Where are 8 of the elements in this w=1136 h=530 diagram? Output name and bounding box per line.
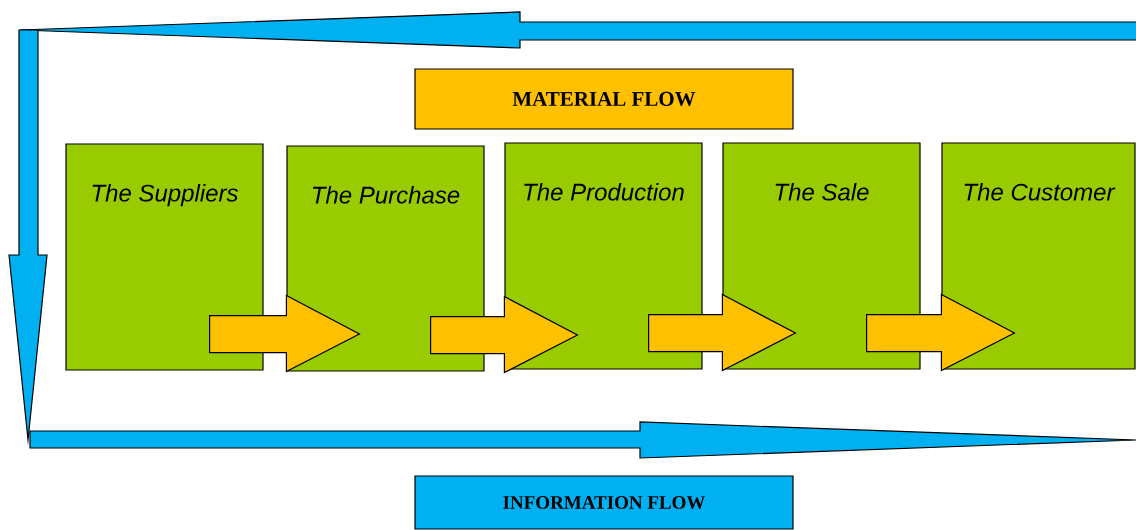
block-arrow — [866, 293, 1016, 372]
block-arrow — [430, 295, 579, 374]
header-box: INFORMATION FLOW — [414, 475, 794, 530]
block-arrow — [648, 293, 797, 372]
stage-box: The Customer — [941, 142, 1136, 370]
header-box: MATERIAL FLOW — [414, 68, 794, 130]
stage-box: The Suppliers — [65, 143, 264, 371]
block-arrow — [209, 294, 361, 373]
